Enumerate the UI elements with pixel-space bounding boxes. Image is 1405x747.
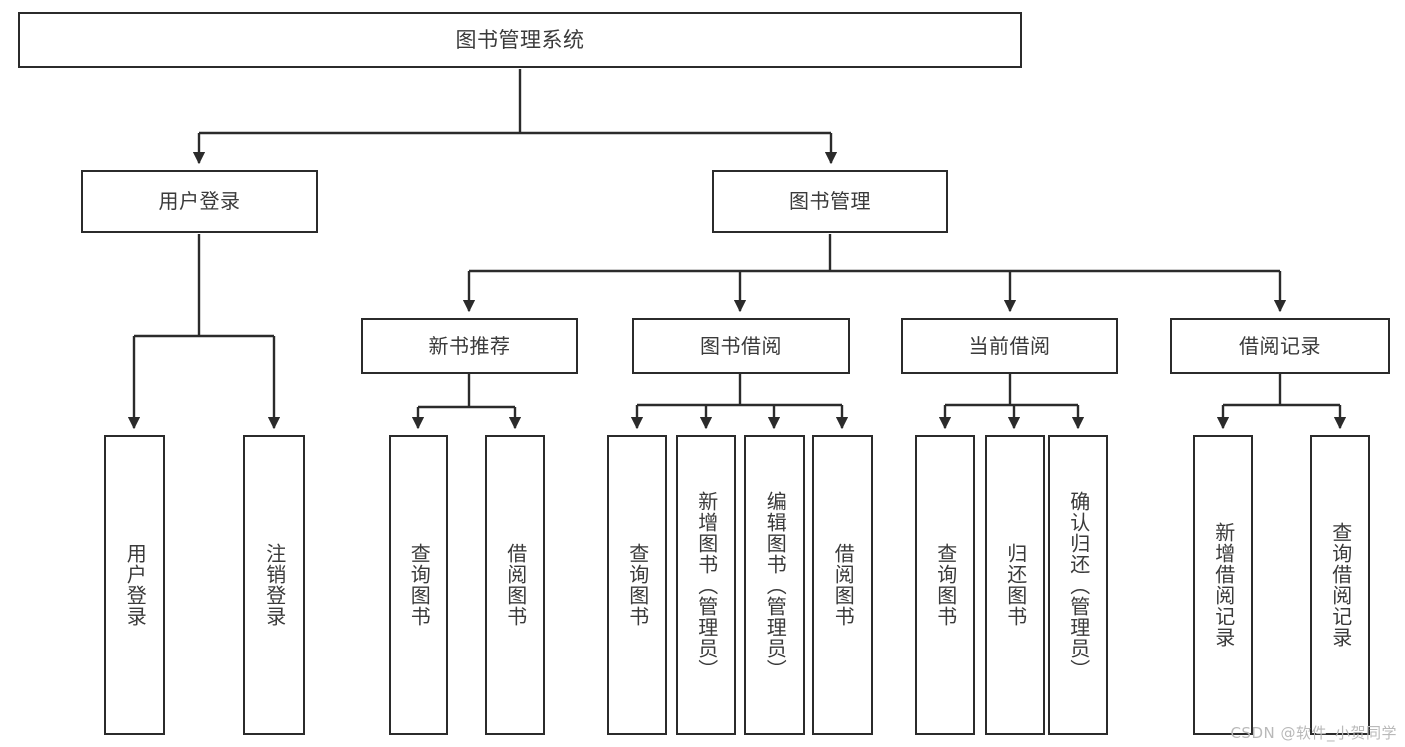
node-leaf-add-book[interactable]: 新增图书（管理员） (676, 435, 736, 735)
node-book-management-label: 图书管理 (789, 189, 871, 213)
node-user-login-label: 用户登录 (158, 189, 241, 213)
node-new-book-recommend-label: 新书推荐 (428, 333, 511, 358)
node-book-management[interactable]: 图书管理 (712, 170, 948, 233)
node-leaf-user-login[interactable]: 用户登录 (104, 435, 165, 735)
node-root[interactable]: 图书管理系统 (18, 12, 1022, 68)
node-book-borrow-label: 图书借阅 (700, 333, 782, 358)
node-leaf-return-book-label: 归还图书 (1003, 543, 1028, 627)
node-root-label: 图书管理系统 (455, 27, 585, 52)
node-current-borrow-label: 当前借阅 (968, 333, 1051, 358)
node-leaf-add-book-label: 新增图书（管理员） (694, 490, 719, 680)
node-leaf-logout-login[interactable]: 注销登录 (243, 435, 305, 735)
node-leaf-edit-book-label: 编辑图书（管理员） (763, 490, 788, 680)
node-leaf-logout-login-label: 注销登录 (262, 543, 287, 627)
node-user-login[interactable]: 用户登录 (81, 170, 318, 233)
node-leaf-confirm-return-label: 确认归还（管理员） (1066, 490, 1091, 680)
node-leaf-borrow-book-2-label: 借阅图书 (831, 543, 856, 627)
node-leaf-borrow-book-2[interactable]: 借阅图书 (812, 435, 873, 735)
node-leaf-query-book-1[interactable]: 查询图书 (389, 435, 448, 735)
node-leaf-query-record[interactable]: 查询借阅记录 (1310, 435, 1370, 735)
node-new-book-recommend[interactable]: 新书推荐 (361, 318, 578, 374)
node-leaf-query-book-1-label: 查询图书 (407, 543, 432, 627)
node-leaf-confirm-return[interactable]: 确认归还（管理员） (1048, 435, 1108, 735)
node-borrow-record-label: 借阅记录 (1239, 333, 1321, 358)
node-book-borrow[interactable]: 图书借阅 (632, 318, 850, 374)
node-leaf-add-record-label: 新增借阅记录 (1211, 522, 1236, 648)
node-leaf-borrow-book-1[interactable]: 借阅图书 (485, 435, 545, 735)
node-leaf-query-book-3-label: 查询图书 (933, 543, 958, 627)
node-leaf-edit-book[interactable]: 编辑图书（管理员） (744, 435, 805, 735)
node-leaf-query-record-label: 查询借阅记录 (1328, 522, 1353, 648)
node-leaf-query-book-3[interactable]: 查询图书 (915, 435, 975, 735)
node-leaf-query-book-2[interactable]: 查询图书 (607, 435, 667, 735)
node-leaf-user-login-label: 用户登录 (123, 543, 148, 627)
node-leaf-query-book-2-label: 查询图书 (625, 543, 650, 627)
node-borrow-record[interactable]: 借阅记录 (1170, 318, 1390, 374)
node-leaf-add-record[interactable]: 新增借阅记录 (1193, 435, 1253, 735)
node-leaf-borrow-book-1-label: 借阅图书 (503, 543, 528, 627)
node-leaf-return-book[interactable]: 归还图书 (985, 435, 1045, 735)
node-current-borrow[interactable]: 当前借阅 (901, 318, 1118, 374)
